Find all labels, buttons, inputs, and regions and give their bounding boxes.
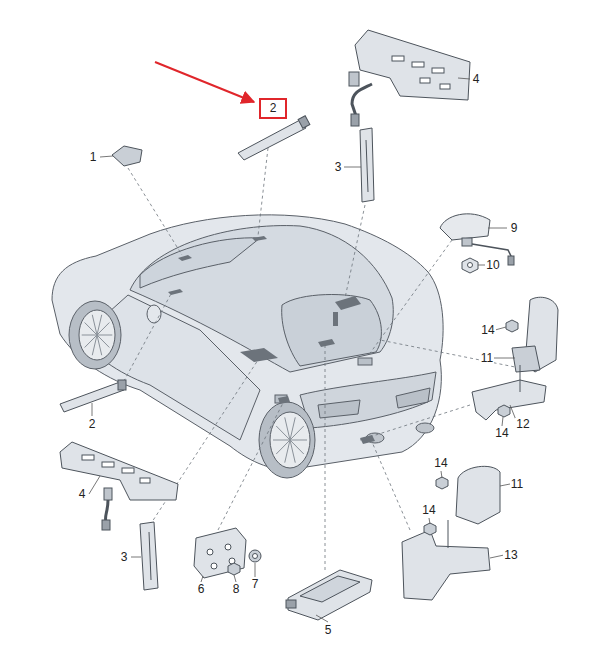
callout-number: 7 bbox=[251, 578, 260, 590]
callout-number: 3 bbox=[334, 161, 343, 173]
wheel-spoke bbox=[85, 335, 97, 347]
callout-number: 2 bbox=[88, 418, 97, 430]
wheel-spoke bbox=[97, 323, 109, 335]
mount-block bbox=[194, 528, 261, 578]
wheel-spoke bbox=[276, 440, 290, 454]
callout-number: 4 bbox=[472, 73, 481, 85]
callout-number: 14 bbox=[421, 504, 436, 516]
callout-number: 11 bbox=[510, 478, 524, 490]
callout-number: 2 bbox=[270, 102, 277, 114]
assembly-lines bbox=[118, 148, 520, 570]
wheel-spoke bbox=[97, 335, 112, 336]
wheel-spoke bbox=[82, 335, 97, 336]
callout-number: 14 bbox=[494, 427, 509, 439]
callout-number: 6 bbox=[197, 583, 206, 595]
wheel-spoke bbox=[92, 315, 97, 335]
antenna-rod bbox=[349, 72, 374, 202]
wheel-spoke bbox=[285, 440, 290, 463]
callout-number: 9 bbox=[510, 222, 519, 234]
highlight-box: 2 bbox=[259, 98, 287, 119]
bracket-parts bbox=[402, 466, 500, 600]
wheel-spoke bbox=[285, 417, 290, 440]
callout-leaders bbox=[89, 78, 516, 622]
antenna-rod bbox=[102, 488, 158, 590]
callout-number: 5 bbox=[324, 624, 333, 636]
bracket-plate bbox=[60, 442, 178, 500]
callout-number: 13 bbox=[503, 549, 518, 561]
wheel-spoke bbox=[290, 417, 295, 440]
wheel-spoke bbox=[290, 440, 295, 463]
callout-number: 3 bbox=[120, 551, 129, 563]
antenna-bar bbox=[238, 116, 310, 160]
wheel-spoke bbox=[290, 440, 307, 441]
callout-number: 11 bbox=[480, 352, 494, 364]
bracket-plate bbox=[355, 30, 470, 100]
callout-number: 8 bbox=[232, 583, 241, 595]
callout-number: 12 bbox=[515, 418, 530, 430]
antenna-bar bbox=[60, 380, 126, 412]
mount-points bbox=[168, 236, 375, 444]
wheel-spoke bbox=[97, 335, 102, 355]
bracket-parts bbox=[472, 297, 558, 420]
callout-number: 1 bbox=[89, 151, 98, 163]
callout-number: 14 bbox=[480, 324, 495, 336]
wheel-spoke bbox=[273, 440, 290, 441]
car-body bbox=[52, 215, 443, 470]
callout-number: 14 bbox=[433, 457, 448, 469]
control-module bbox=[286, 570, 372, 620]
callout-number: 10 bbox=[485, 259, 500, 271]
pointer-arrow bbox=[155, 62, 254, 102]
wheel-spoke bbox=[290, 426, 304, 440]
sensor-chip bbox=[112, 146, 142, 166]
callout-number: 4 bbox=[78, 488, 87, 500]
roof-antenna bbox=[440, 214, 514, 273]
